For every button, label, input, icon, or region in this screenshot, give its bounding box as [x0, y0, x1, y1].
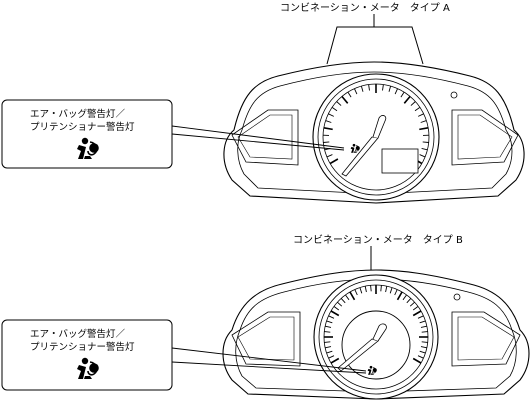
- cluster-type-b: コンビネーション・メータ タイプ B エア・バッグ警告灯／ プリテンショナー警告…: [2, 234, 529, 399]
- callout-label-line2-a: プリテンショナー警告灯: [30, 121, 135, 133]
- callout-label-line1-a: エア・バッグ警告灯／: [30, 108, 126, 120]
- gauge-tick: [422, 332, 428, 333]
- gauge-tick: [323, 142, 329, 143]
- title-type-a: コンビネーション・メータ タイプ A: [280, 2, 450, 14]
- gauge-tick: [422, 342, 428, 343]
- callout-label-line1-b: エア・バッグ警告灯／: [30, 328, 126, 340]
- callout-label-line2-b: プリテンショナー警告灯: [30, 341, 135, 353]
- gauge-tick: [371, 285, 372, 291]
- cluster-type-a: コンビネーション・メータ タイプ A エア・バッグ警告灯／ プリテンショナー警告…: [2, 2, 524, 203]
- gauge-tick: [324, 332, 330, 333]
- digital-display-a: [382, 149, 418, 173]
- gauge-tick: [324, 342, 330, 343]
- gauge-tick: [423, 142, 429, 143]
- meter-visor-a: [327, 27, 423, 64]
- gauge-tick: [381, 285, 382, 291]
- title-type-b: コンビネーション・メータ タイプ B: [293, 234, 463, 246]
